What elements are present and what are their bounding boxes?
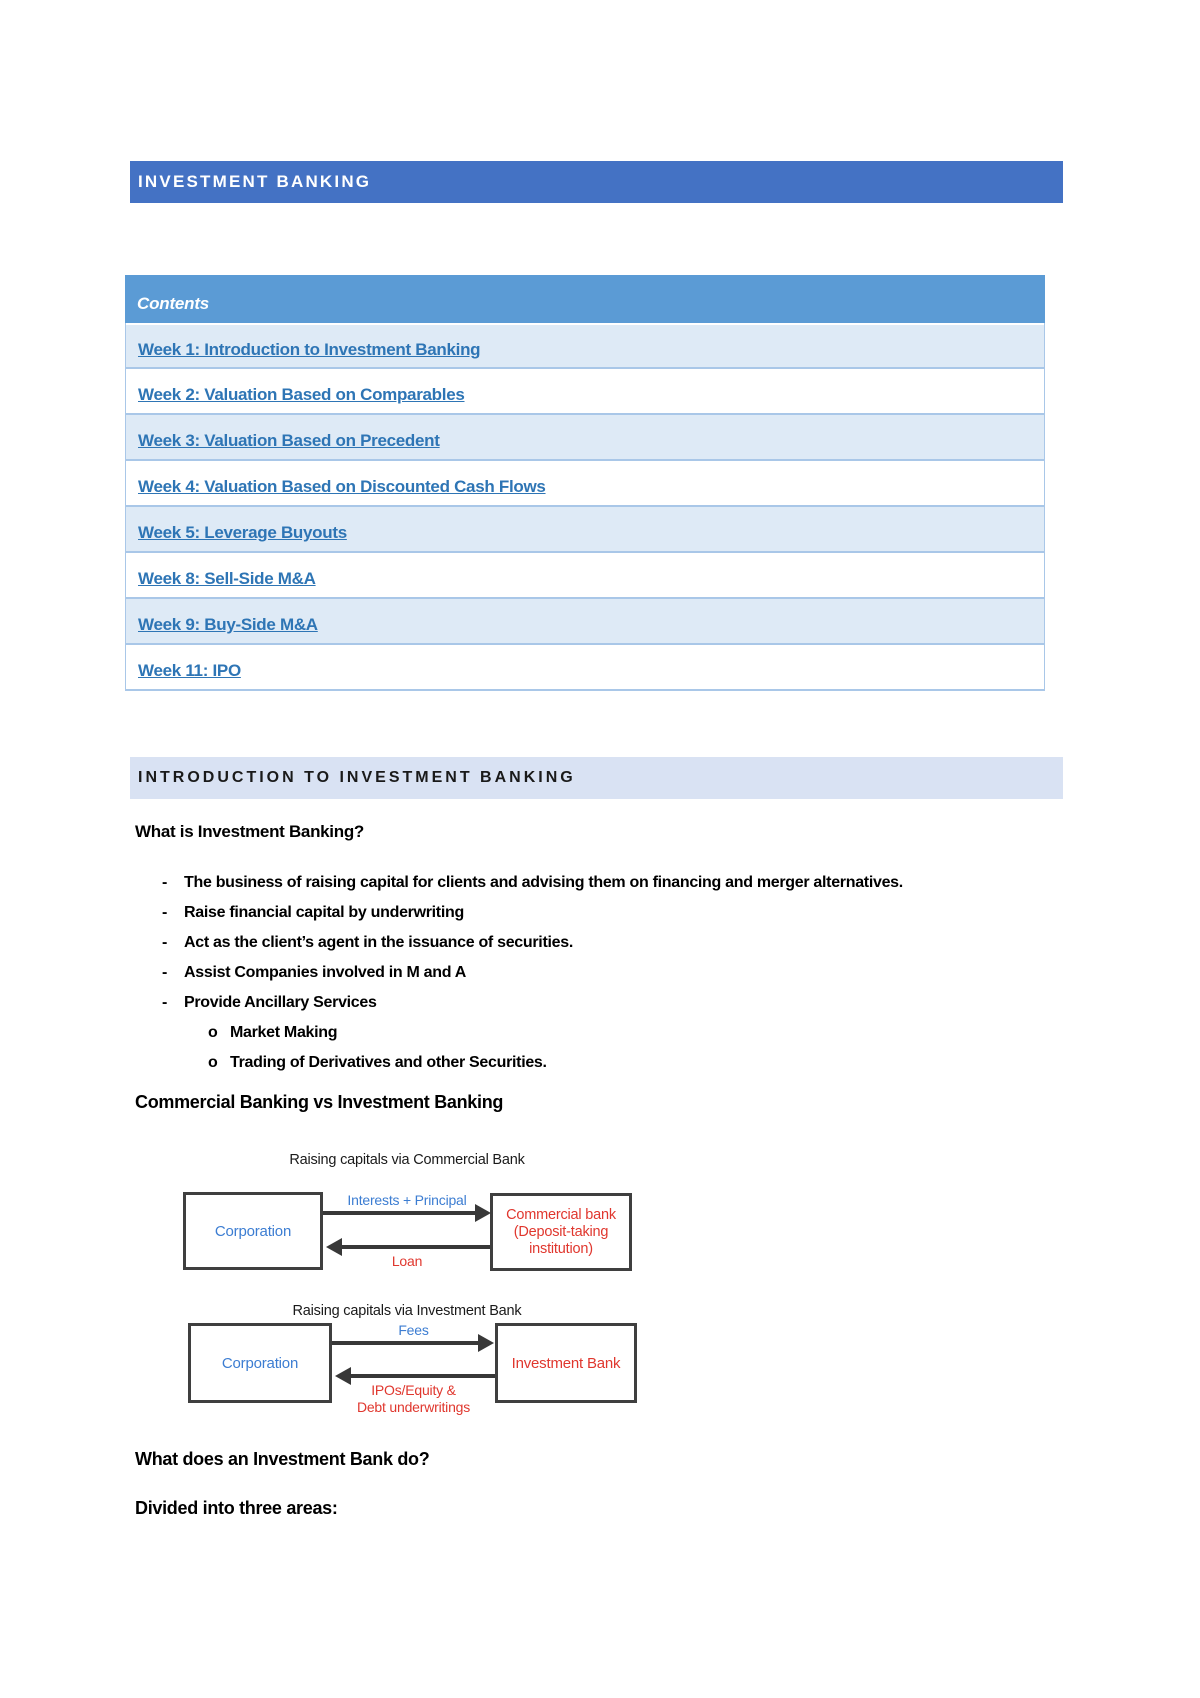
bullet-dash-marker: -: [162, 964, 168, 981]
section-header-label: INTRODUCTION TO INVESTMENT BANKING: [138, 769, 576, 786]
arrow-label-ipos-underwritings: IPOs/Equity & Debt underwritings: [356, 1382, 471, 1415]
toc-link-week-11[interactable]: Week 11: IPO: [138, 661, 241, 680]
sub-bullet-item: o Market Making: [208, 1018, 1062, 1048]
toc-row-week-4[interactable]: Week 4: Valuation Based on Discounted Ca…: [126, 461, 1044, 507]
toc-row-week-8[interactable]: Week 8: Sell-Side M&A: [126, 553, 1044, 599]
heading-divided-three-areas: Divided into three areas:: [135, 1498, 338, 1518]
toc-link-week-5[interactable]: Week 5: Leverage Buyouts: [138, 523, 347, 542]
bullet-item: - Raise financial capital by underwritin…: [162, 898, 1062, 928]
contents-table-body: Week 1: Introduction to Investment Banki…: [125, 323, 1045, 691]
arrow-label-fees: Fees: [398, 1322, 429, 1338]
sub-bullet-text: Market Making: [230, 1024, 338, 1041]
sub-bullet-item: o Trading of Derivatives and other Secur…: [208, 1048, 1062, 1078]
heading-what-does-ib-do: What does an Investment Bank do?: [135, 1449, 430, 1469]
arrowhead-left-icon: [335, 1367, 351, 1385]
toc-row-week-5[interactable]: Week 5: Leverage Buyouts: [126, 507, 1044, 553]
heading-what-is-investment-banking: What is Investment Banking?: [135, 822, 364, 841]
arrow-line-fees: [332, 1341, 478, 1345]
document-title: INVESTMENT BANKING: [138, 172, 372, 191]
bullet-circle-marker: o: [208, 1054, 218, 1071]
toc-row-week-11[interactable]: Week 11: IPO: [126, 645, 1044, 691]
toc-link-week-4[interactable]: Week 4: Valuation Based on Discounted Ca…: [138, 477, 546, 496]
bullet-text: Raise financial capital by underwriting: [184, 904, 464, 921]
bullet-text: Assist Companies involved in M and A: [184, 964, 466, 981]
arrowhead-right-icon: [475, 1204, 491, 1222]
contents-table: Contents Week 1: Introduction to Investm…: [125, 275, 1045, 691]
diagram2-title: Raising capitals via Investment Bank: [292, 1303, 522, 1319]
bullet-dash-marker: -: [162, 904, 168, 921]
bullet-item: - Provide Ancillary Services: [162, 988, 1062, 1018]
sub-bullet-text: Trading of Derivatives and other Securit…: [230, 1054, 547, 1071]
bullet-dash-marker: -: [162, 874, 168, 891]
arrow-line-underwritings: [351, 1374, 495, 1378]
bullet-text: Provide Ancillary Services: [184, 994, 377, 1011]
contents-header-label: Contents: [137, 294, 210, 313]
toc-link-week-2[interactable]: Week 2: Valuation Based on Comparables: [138, 385, 465, 404]
toc-row-week-9[interactable]: Week 9: Buy-Side M&A: [126, 599, 1044, 645]
diagram1-title: Raising capitals via Commercial Bank: [289, 1152, 525, 1168]
toc-link-week-1[interactable]: Week 1: Introduction to Investment Banki…: [138, 340, 481, 359]
corporation-box-2: Corporation: [188, 1323, 332, 1403]
title-banner: INVESTMENT BANKING: [130, 161, 1063, 203]
corporation-box-1: Corporation: [183, 1192, 323, 1270]
investment-bank-box: Investment Bank: [495, 1323, 637, 1403]
toc-row-week-3[interactable]: Week 3: Valuation Based on Precedent: [126, 415, 1044, 461]
bullet-list: - The business of raising capital for cl…: [162, 868, 1062, 1078]
toc-link-week-9[interactable]: Week 9: Buy-Side M&A: [138, 615, 318, 634]
toc-link-week-3[interactable]: Week 3: Valuation Based on Precedent: [138, 431, 440, 450]
bullet-text: The business of raising capital for clie…: [184, 874, 903, 891]
arrow-line-loan: [342, 1245, 490, 1249]
bullet-dash-marker: -: [162, 934, 168, 951]
section-header-introduction: INTRODUCTION TO INVESTMENT BANKING: [130, 757, 1063, 799]
bullet-dash-marker: -: [162, 994, 168, 1011]
arrowhead-left-icon: [326, 1238, 342, 1256]
arrowhead-right-icon: [478, 1334, 494, 1352]
commercial-bank-box: Commercial bank (Deposit-taking institut…: [490, 1193, 632, 1271]
toc-link-week-8[interactable]: Week 8: Sell-Side M&A: [138, 569, 316, 588]
bullet-item: - Assist Companies involved in M and A: [162, 958, 1062, 988]
arrow-line-interests-principal: [323, 1211, 475, 1215]
contents-table-header: Contents: [125, 275, 1045, 323]
bullet-item: - The business of raising capital for cl…: [162, 868, 1062, 898]
toc-row-week-2[interactable]: Week 2: Valuation Based on Comparables: [126, 369, 1044, 415]
bullet-circle-marker: o: [208, 1024, 218, 1041]
heading-commercial-vs-investment: Commercial Banking vs Investment Banking: [135, 1092, 504, 1112]
toc-row-week-1[interactable]: Week 1: Introduction to Investment Banki…: [126, 323, 1044, 369]
arrow-label-interests-principal: Interests + Principal: [347, 1192, 467, 1208]
bullet-item: - Act as the client’s agent in the issua…: [162, 928, 1062, 958]
arrow-label-loan: Loan: [391, 1253, 423, 1269]
bullet-text: Act as the client’s agent in the issuanc…: [184, 934, 573, 951]
